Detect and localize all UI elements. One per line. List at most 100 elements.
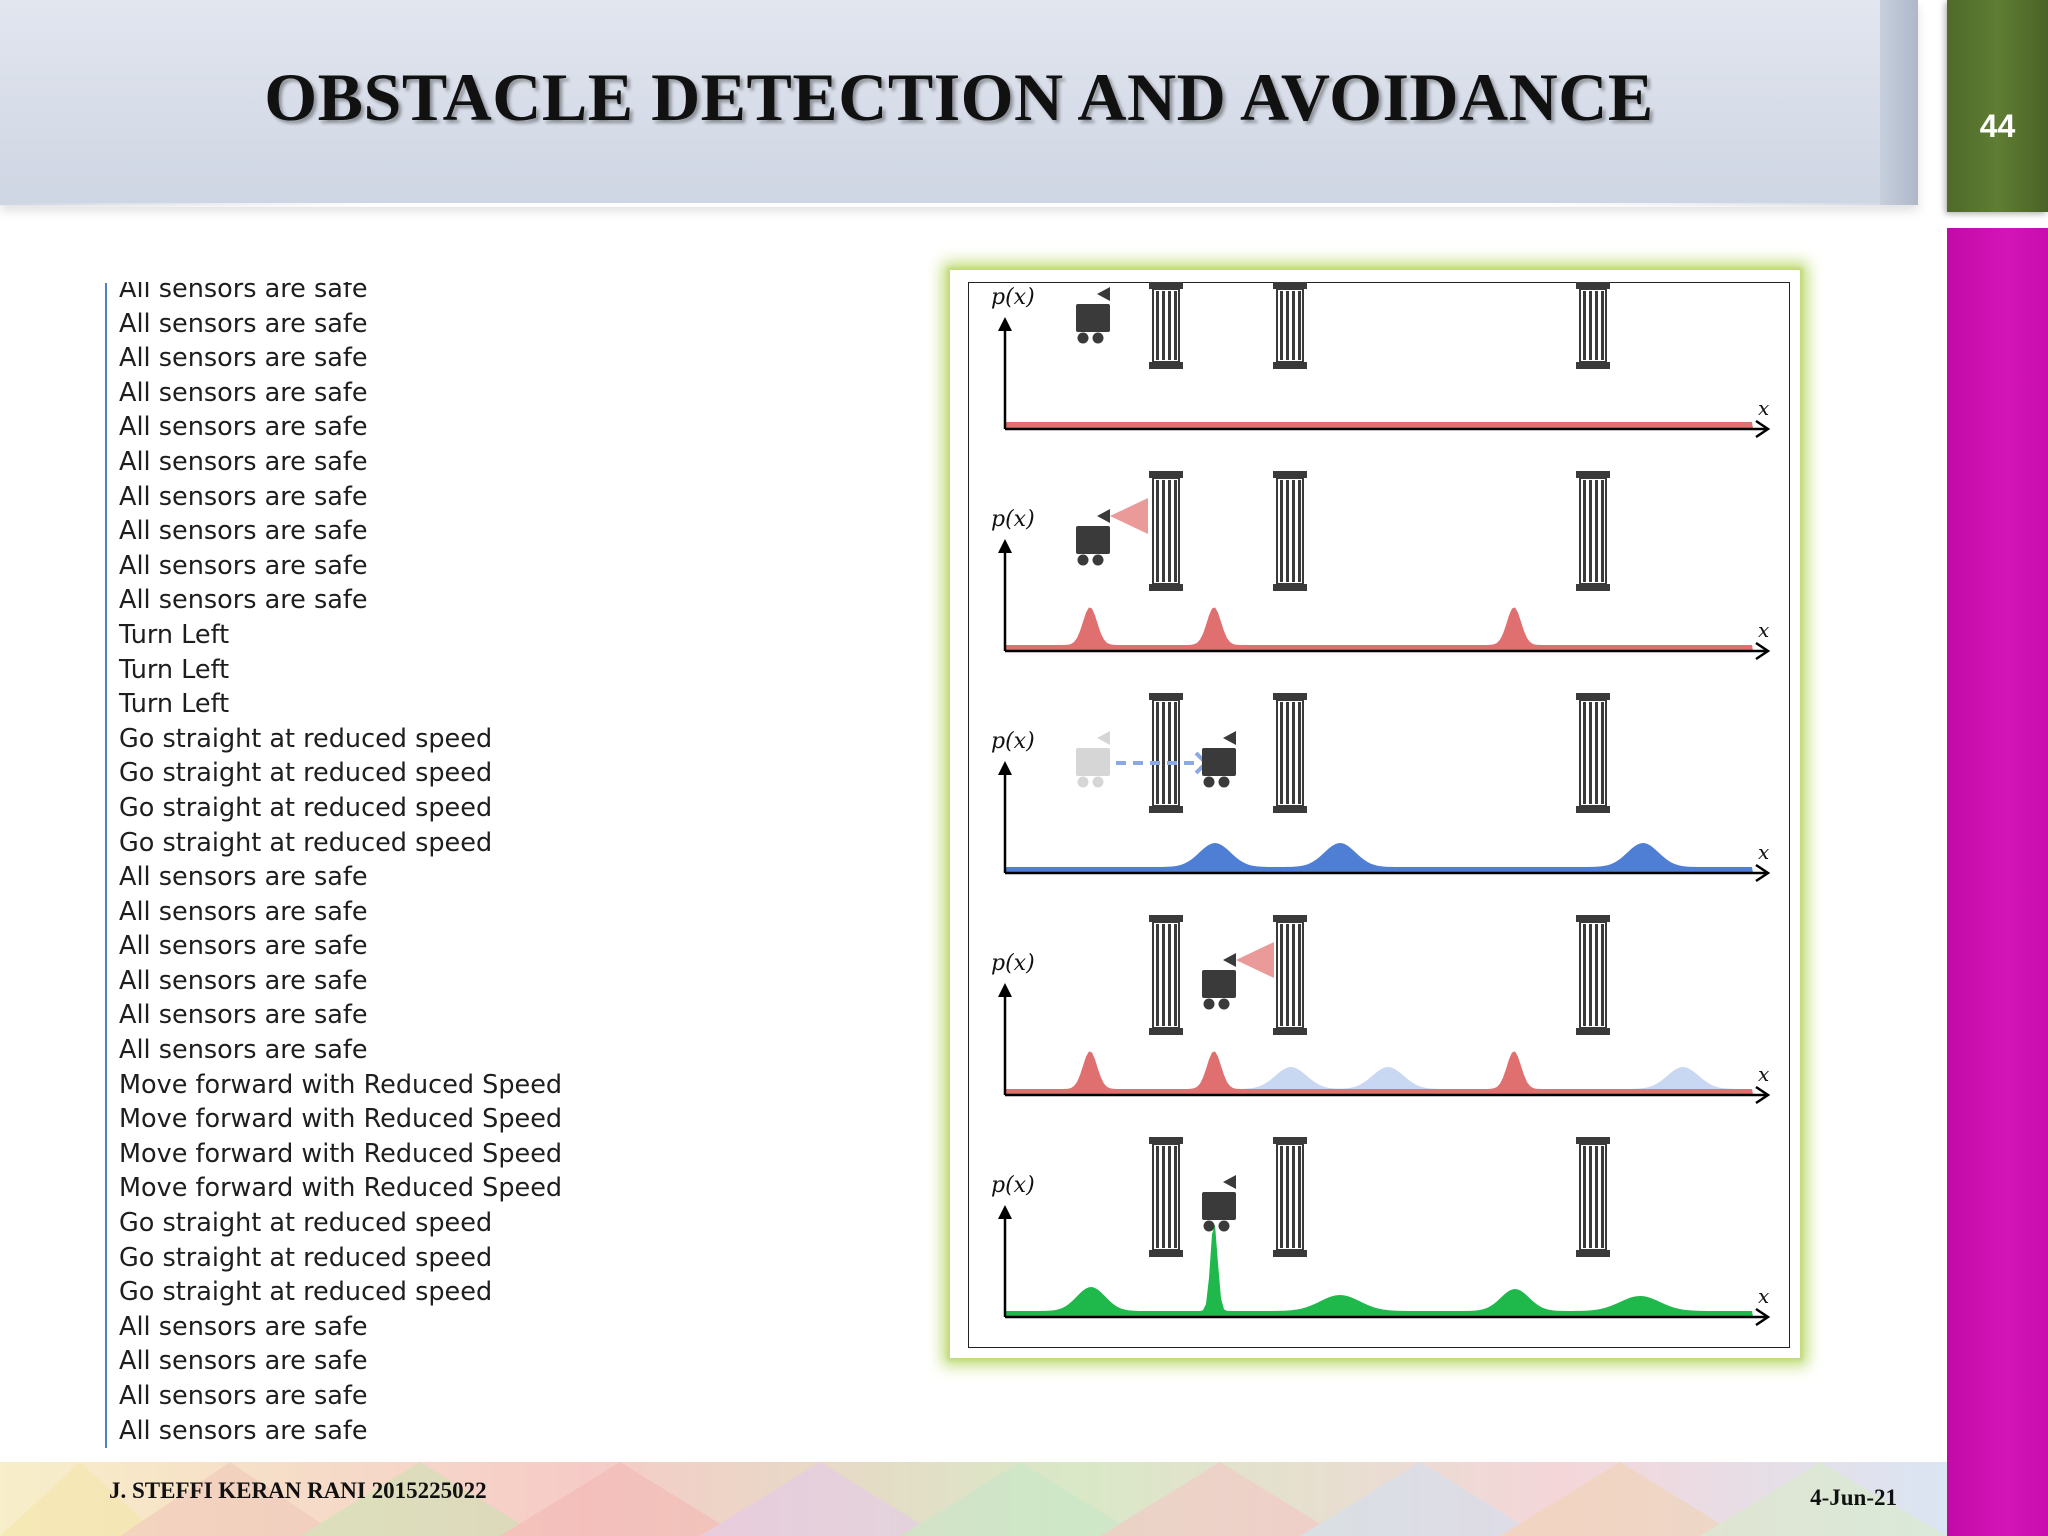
robot-body bbox=[1202, 1192, 1236, 1220]
log-line: Turn Left bbox=[119, 654, 230, 685]
log-line: Move forward with Reduced Speed bbox=[119, 1069, 563, 1100]
pillar-flute bbox=[1174, 480, 1177, 582]
robot-wheel bbox=[1203, 998, 1215, 1010]
log-line: All sensors are safe bbox=[119, 965, 368, 996]
robot-body bbox=[1202, 748, 1236, 776]
log-line: All sensors are safe bbox=[119, 862, 368, 893]
probability-curve bbox=[1005, 422, 1753, 429]
pillar-flute bbox=[1589, 291, 1592, 360]
pillar-flute bbox=[1595, 480, 1598, 582]
pillar-flute bbox=[1292, 924, 1295, 1026]
y-axis-label: p(x) bbox=[991, 507, 1035, 532]
log-line: Move forward with Reduced Speed bbox=[119, 1104, 563, 1135]
pillar-base bbox=[1576, 806, 1610, 813]
pillar-flute bbox=[1292, 291, 1295, 360]
y-axis-label: p(x) bbox=[991, 285, 1035, 310]
pillar-flute bbox=[1174, 924, 1177, 1026]
x-axis-arrow bbox=[1755, 641, 1771, 661]
pillar-flute bbox=[1280, 1146, 1283, 1248]
x-axis-label: x bbox=[1758, 1284, 1769, 1308]
x-axis-label: x bbox=[1758, 396, 1769, 420]
robot-wheel bbox=[1203, 776, 1215, 788]
pillar-base bbox=[1576, 584, 1610, 591]
robot-sensor bbox=[1097, 509, 1110, 523]
x-axis-label: x bbox=[1758, 1062, 1769, 1086]
pillar-capital bbox=[1576, 282, 1610, 289]
pillar-base bbox=[1273, 806, 1307, 813]
log-line: Go straight at reduced speed bbox=[119, 1208, 493, 1239]
y-axis-label: p(x) bbox=[991, 951, 1035, 976]
pillar-flute bbox=[1601, 702, 1604, 804]
robot-wheel bbox=[1092, 554, 1104, 566]
pillar-capital bbox=[1149, 915, 1183, 922]
log-line: Move forward with Reduced Speed bbox=[119, 1138, 563, 1169]
log-line: All sensors are safe bbox=[119, 308, 368, 339]
pillar-flute bbox=[1595, 702, 1598, 804]
pillar-base bbox=[1273, 584, 1307, 591]
footer-pattern bbox=[0, 1462, 1947, 1536]
robot-sensor bbox=[1223, 731, 1236, 745]
log-line: All sensors are safe bbox=[119, 1311, 368, 1342]
footer-date: 4-Jun-21 bbox=[1810, 1485, 1897, 1510]
probability-curve bbox=[1005, 1067, 1753, 1095]
pillar-flute bbox=[1286, 480, 1289, 582]
pillar-capital bbox=[1576, 1137, 1610, 1144]
log-line: Go straight at reduced speed bbox=[119, 758, 493, 789]
log-line: Go straight at reduced speed bbox=[119, 723, 493, 754]
log-top-mask bbox=[110, 270, 710, 282]
pillar-flute bbox=[1589, 480, 1592, 582]
pillar-capital bbox=[1149, 471, 1183, 478]
robot-sensor bbox=[1097, 731, 1110, 745]
log-line: All sensors are safe bbox=[119, 377, 368, 408]
pillar-flute bbox=[1156, 924, 1159, 1026]
pillar-flute bbox=[1286, 702, 1289, 804]
robot-sensor bbox=[1223, 1175, 1236, 1189]
pillar-flute bbox=[1595, 291, 1598, 360]
pillar-flute bbox=[1583, 1146, 1586, 1248]
pillar-capital bbox=[1576, 693, 1610, 700]
pillar-flute bbox=[1162, 1146, 1165, 1248]
log-line: Go straight at reduced speed bbox=[119, 1277, 493, 1308]
pillar-flute bbox=[1168, 291, 1171, 360]
pillar-capital bbox=[1576, 471, 1610, 478]
pillar-flute bbox=[1156, 702, 1159, 804]
robot-wheel bbox=[1077, 554, 1089, 566]
pillar-flute bbox=[1286, 291, 1289, 360]
pillar-base bbox=[1149, 806, 1183, 813]
pillar-flute bbox=[1292, 480, 1295, 582]
robot-sensor bbox=[1223, 953, 1236, 967]
x-axis-label: x bbox=[1758, 618, 1769, 642]
pillar-flute bbox=[1280, 291, 1283, 360]
pillar-base bbox=[1576, 1028, 1610, 1035]
pillar-base bbox=[1149, 1028, 1183, 1035]
robot-wheel bbox=[1203, 1220, 1215, 1232]
log-left-rule bbox=[105, 283, 107, 1448]
probability-curve bbox=[1005, 607, 1753, 651]
pillar-capital bbox=[1273, 471, 1307, 478]
panel-1: p(x) x bbox=[991, 282, 1771, 439]
log-line: Turn Left bbox=[119, 619, 230, 650]
pillar-capital bbox=[1273, 282, 1307, 289]
y-axis-arrow bbox=[998, 983, 1012, 997]
pillar-flute bbox=[1162, 702, 1165, 804]
pillar-flute bbox=[1601, 924, 1604, 1026]
y-axis-label: p(x) bbox=[991, 729, 1035, 754]
y-axis-label: p(x) bbox=[991, 1173, 1035, 1198]
pillar-flute bbox=[1156, 1146, 1159, 1248]
pillar-flute bbox=[1174, 1146, 1177, 1248]
pillar-flute bbox=[1601, 1146, 1604, 1248]
pillar-flute bbox=[1162, 291, 1165, 360]
robot-wheel bbox=[1077, 332, 1089, 344]
panel-4: p(x) x bbox=[991, 915, 1771, 1105]
y-axis-arrow bbox=[998, 539, 1012, 553]
pillar-flute bbox=[1583, 924, 1586, 1026]
robot-wheel bbox=[1218, 998, 1230, 1010]
pillar-base bbox=[1273, 1028, 1307, 1035]
pillar-flute bbox=[1286, 1146, 1289, 1248]
x-axis-arrow bbox=[1755, 1085, 1771, 1105]
pillar-capital bbox=[1273, 1137, 1307, 1144]
page-number: 44 bbox=[1979, 108, 2016, 144]
x-axis-arrow bbox=[1755, 863, 1771, 883]
pillar-flute bbox=[1280, 924, 1283, 1026]
robot-wheel bbox=[1092, 332, 1104, 344]
